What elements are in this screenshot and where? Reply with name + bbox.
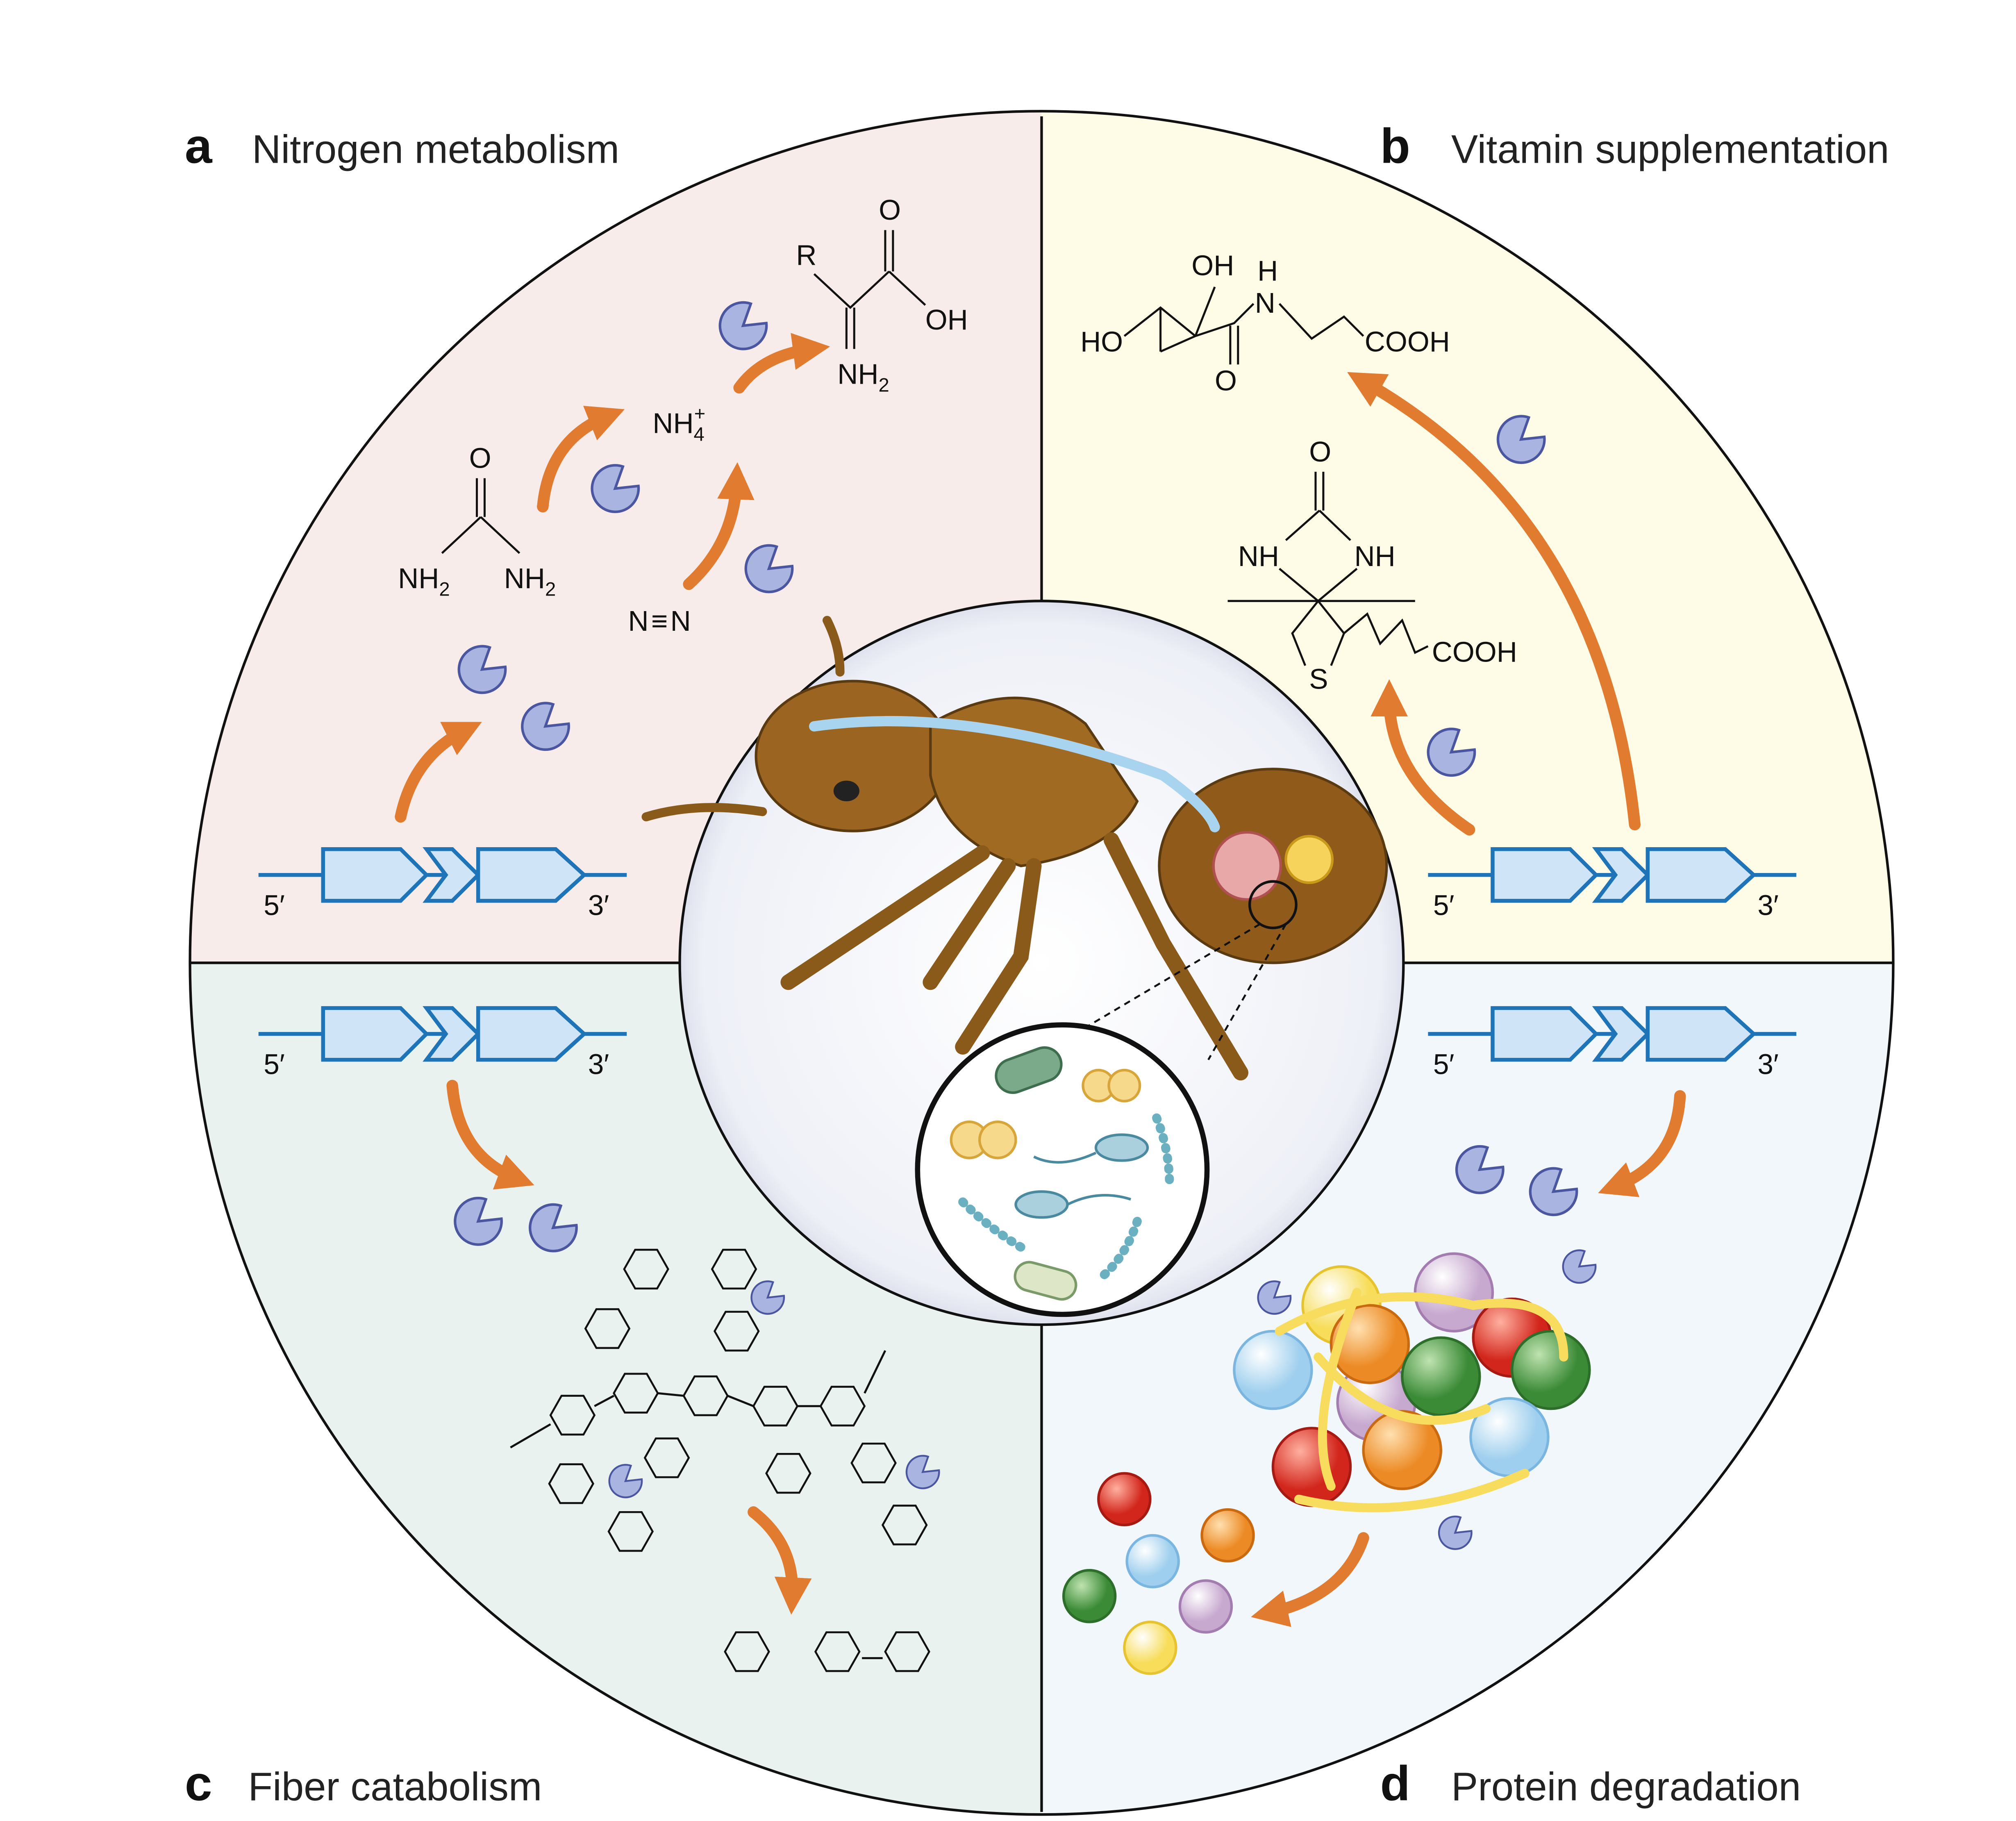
pantothenic-acid-structure: HO OH H N O COOH [1080,250,1450,397]
peptide-chain [1275,1288,1568,1512]
atom-label: S [1309,663,1328,695]
ant-midgut [1212,831,1282,901]
ammonium-label: NH4+ [652,403,705,445]
three-prime-label: 3′ [588,1048,609,1080]
amino-acid-bead [1200,1508,1255,1563]
arrow-protein-to-amino-acids [1251,1532,1369,1627]
panel-b-title: Vitamin supplementation [1451,127,1889,171]
amine-label: NH2 [398,562,450,600]
atom-label: HO [1080,326,1123,358]
amino-acid-bead [1401,1336,1481,1416]
atom-label: NH [1355,540,1396,572]
ant-thorax [929,696,1139,867]
atom-label: H [1257,255,1278,286]
amino-acid-bead [1362,1410,1442,1490]
amino-acid-bead [1330,1304,1410,1385]
arrow-polysaccharide-to-sugars [748,1506,812,1615]
bacterium-coccus [978,1120,1017,1159]
biotin-structure: O NH NH S COOH [1227,436,1517,695]
glycosidic-bonds [510,1350,886,1660]
atom-label: O [1309,436,1331,468]
five-prime-label: 5′ [264,1048,285,1080]
ant-legs [780,832,1248,1081]
amino-acid-bead [1062,1569,1117,1623]
atom-label: NH [1238,540,1279,572]
process-arrows [395,333,1686,1627]
polysaccharide-structure [510,1250,930,1671]
bacterium-chain [958,1113,1174,1284]
panel-a-title: Nitrogen metabolism [252,127,619,171]
amino-acid-bead [1511,1330,1591,1410]
atom-label: O [1215,364,1237,396]
gene-cluster-d: 5′ 3′ [1428,1008,1796,1080]
arrow-urea-to-ammonium [537,406,625,513]
amino-acid-bead [1123,1621,1177,1675]
magnify-focus [1248,880,1298,930]
arrow-gene-to-biotin [1371,679,1475,836]
atom-label: COOH [1432,636,1517,668]
ant-hindgut [1284,835,1334,884]
gene-cluster-b: 5′ 3′ [1428,849,1796,921]
atom-label: OH [1191,250,1234,282]
five-prime-label: 5′ [1433,1048,1455,1080]
arrow-nitrogen-to-ammonium [683,462,755,590]
amine-label: NH2 [837,358,889,396]
panel-d-title: Protein degradation [1451,1764,1801,1809]
panel-d-letter: d [1380,1756,1410,1811]
microbiome-inset [915,1022,1210,1317]
atom-label: R [796,239,816,271]
panel-c-letter: c [185,1756,212,1811]
protein-aggregate [1233,1252,1591,1512]
atom-label: N [1255,287,1275,319]
five-prime-label: 5′ [1433,889,1455,921]
ant-gut [809,716,1220,832]
ant-head [755,680,951,832]
bacterium-rod [995,1046,1063,1094]
three-prime-label: 3′ [1757,889,1779,921]
bacterium-flagellate [1094,1133,1149,1162]
three-prime-label: 3′ [1757,1048,1779,1080]
amino-acid-bead [1271,1427,1352,1507]
amino-acid-structure: R O OH NH2 [796,194,968,396]
amino-acid-bead [1125,1534,1180,1589]
gene-cluster-c: 5′ 3′ [259,1008,627,1080]
dinitrogen-label: N≡N [628,605,691,637]
arrow-gene-to-enzyme-c [446,1080,534,1190]
bacterium-coccus [1107,1069,1141,1103]
magnify-lines [1078,923,1287,1060]
arrow-gene-to-enzyme-d [1598,1090,1686,1197]
three-prime-label: 3′ [588,889,609,921]
amino-acid-bead [1178,1579,1233,1634]
ant-illustration [641,616,1388,1081]
panel-a-letter: a [185,119,213,173]
amino-acid-bead [1233,1330,1313,1410]
ammonium-structure: NH4+ [652,403,705,445]
arrow-gene-to-enzyme-a [395,722,482,823]
gene-cluster-a: 5′ 3′ [259,849,627,921]
atom-label: COOH [1365,326,1450,358]
ant-antenna [641,616,845,821]
ant-eye [833,780,859,802]
urea-structure: O NH2 NH2 [398,442,556,600]
bacterium-rod [1014,1261,1077,1301]
bacterium-flagellate [1014,1190,1069,1219]
five-prime-label: 5′ [264,889,285,921]
free-amino-acids [1062,1472,1255,1675]
atom-label: O [879,194,901,226]
amine-label: NH2 [504,562,556,600]
arrow-ammonium-to-amino-acid [733,333,830,394]
dinitrogen-structure: N≡N [628,605,691,637]
panel-b-letter: b [1380,119,1410,173]
panel-c-title: Fiber catabolism [248,1764,542,1809]
arrow-gene-to-pantothenate [1347,372,1641,831]
atom-label: O [469,442,491,474]
atom-label: OH [925,304,968,336]
amino-acid-bead [1097,1472,1152,1527]
